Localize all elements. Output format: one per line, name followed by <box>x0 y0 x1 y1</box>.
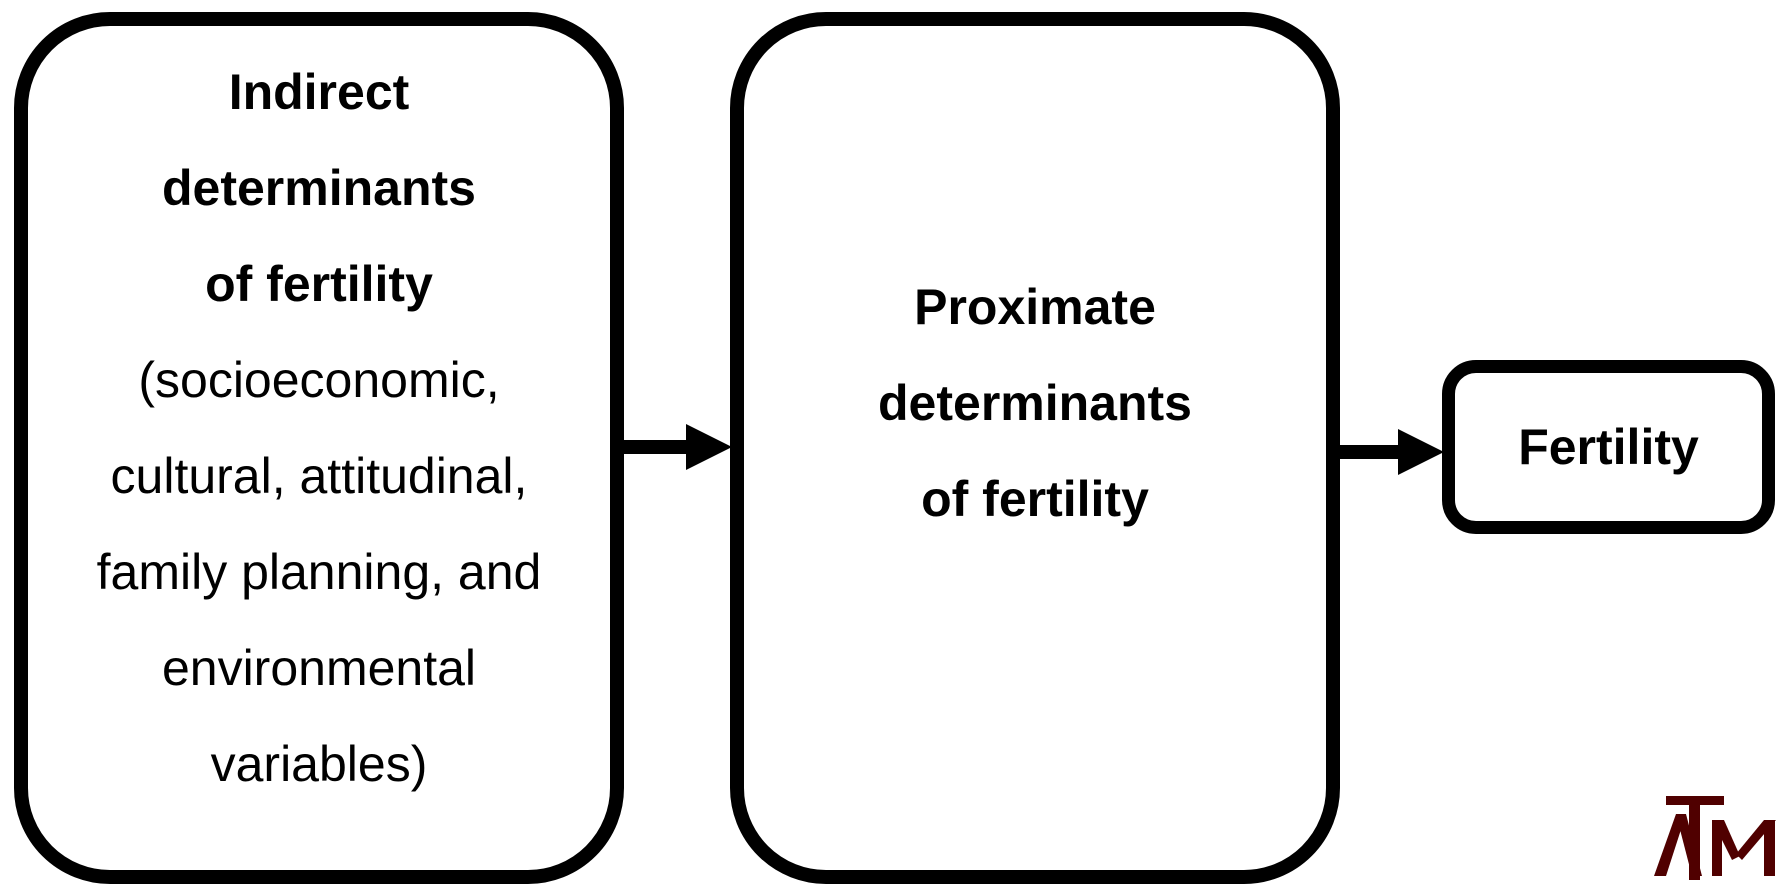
indirect-description-line-4: environmental <box>161 640 477 696</box>
arrow-proximate-to-fertility <box>1336 429 1444 475</box>
proximate-title-line-2: determinants <box>878 375 1192 431</box>
texas-am-logo <box>1654 796 1776 880</box>
indirect-title-line-2: determinants <box>162 160 476 216</box>
fertility-label: Fertility <box>1518 419 1699 475</box>
indirect-determinants-text: Indirect determinants of fertility (soci… <box>97 44 542 812</box>
indirect-description-line-2: cultural, attitudinal, <box>110 448 528 504</box>
arrow-indirect-to-proximate <box>620 424 732 470</box>
proximate-determinants-box: Proximate determinants of fertility <box>730 12 1340 884</box>
indirect-description-line-5: variables) <box>210 736 428 792</box>
indirect-determinants-box: Indirect determinants of fertility (soci… <box>14 12 624 884</box>
proximate-title-line-1: Proximate <box>914 279 1156 335</box>
indirect-description-line-1: (socioeconomic, <box>138 352 500 408</box>
proximate-title-line-3: of fertility <box>921 471 1149 527</box>
proximate-determinants-text: Proximate determinants of fertility <box>878 259 1192 547</box>
indirect-title-line-1: Indirect <box>228 64 410 120</box>
fertility-box: Fertility <box>1442 360 1775 534</box>
indirect-title-line-3: of fertility <box>205 256 433 312</box>
indirect-description-line-3: family planning, and <box>96 544 542 600</box>
